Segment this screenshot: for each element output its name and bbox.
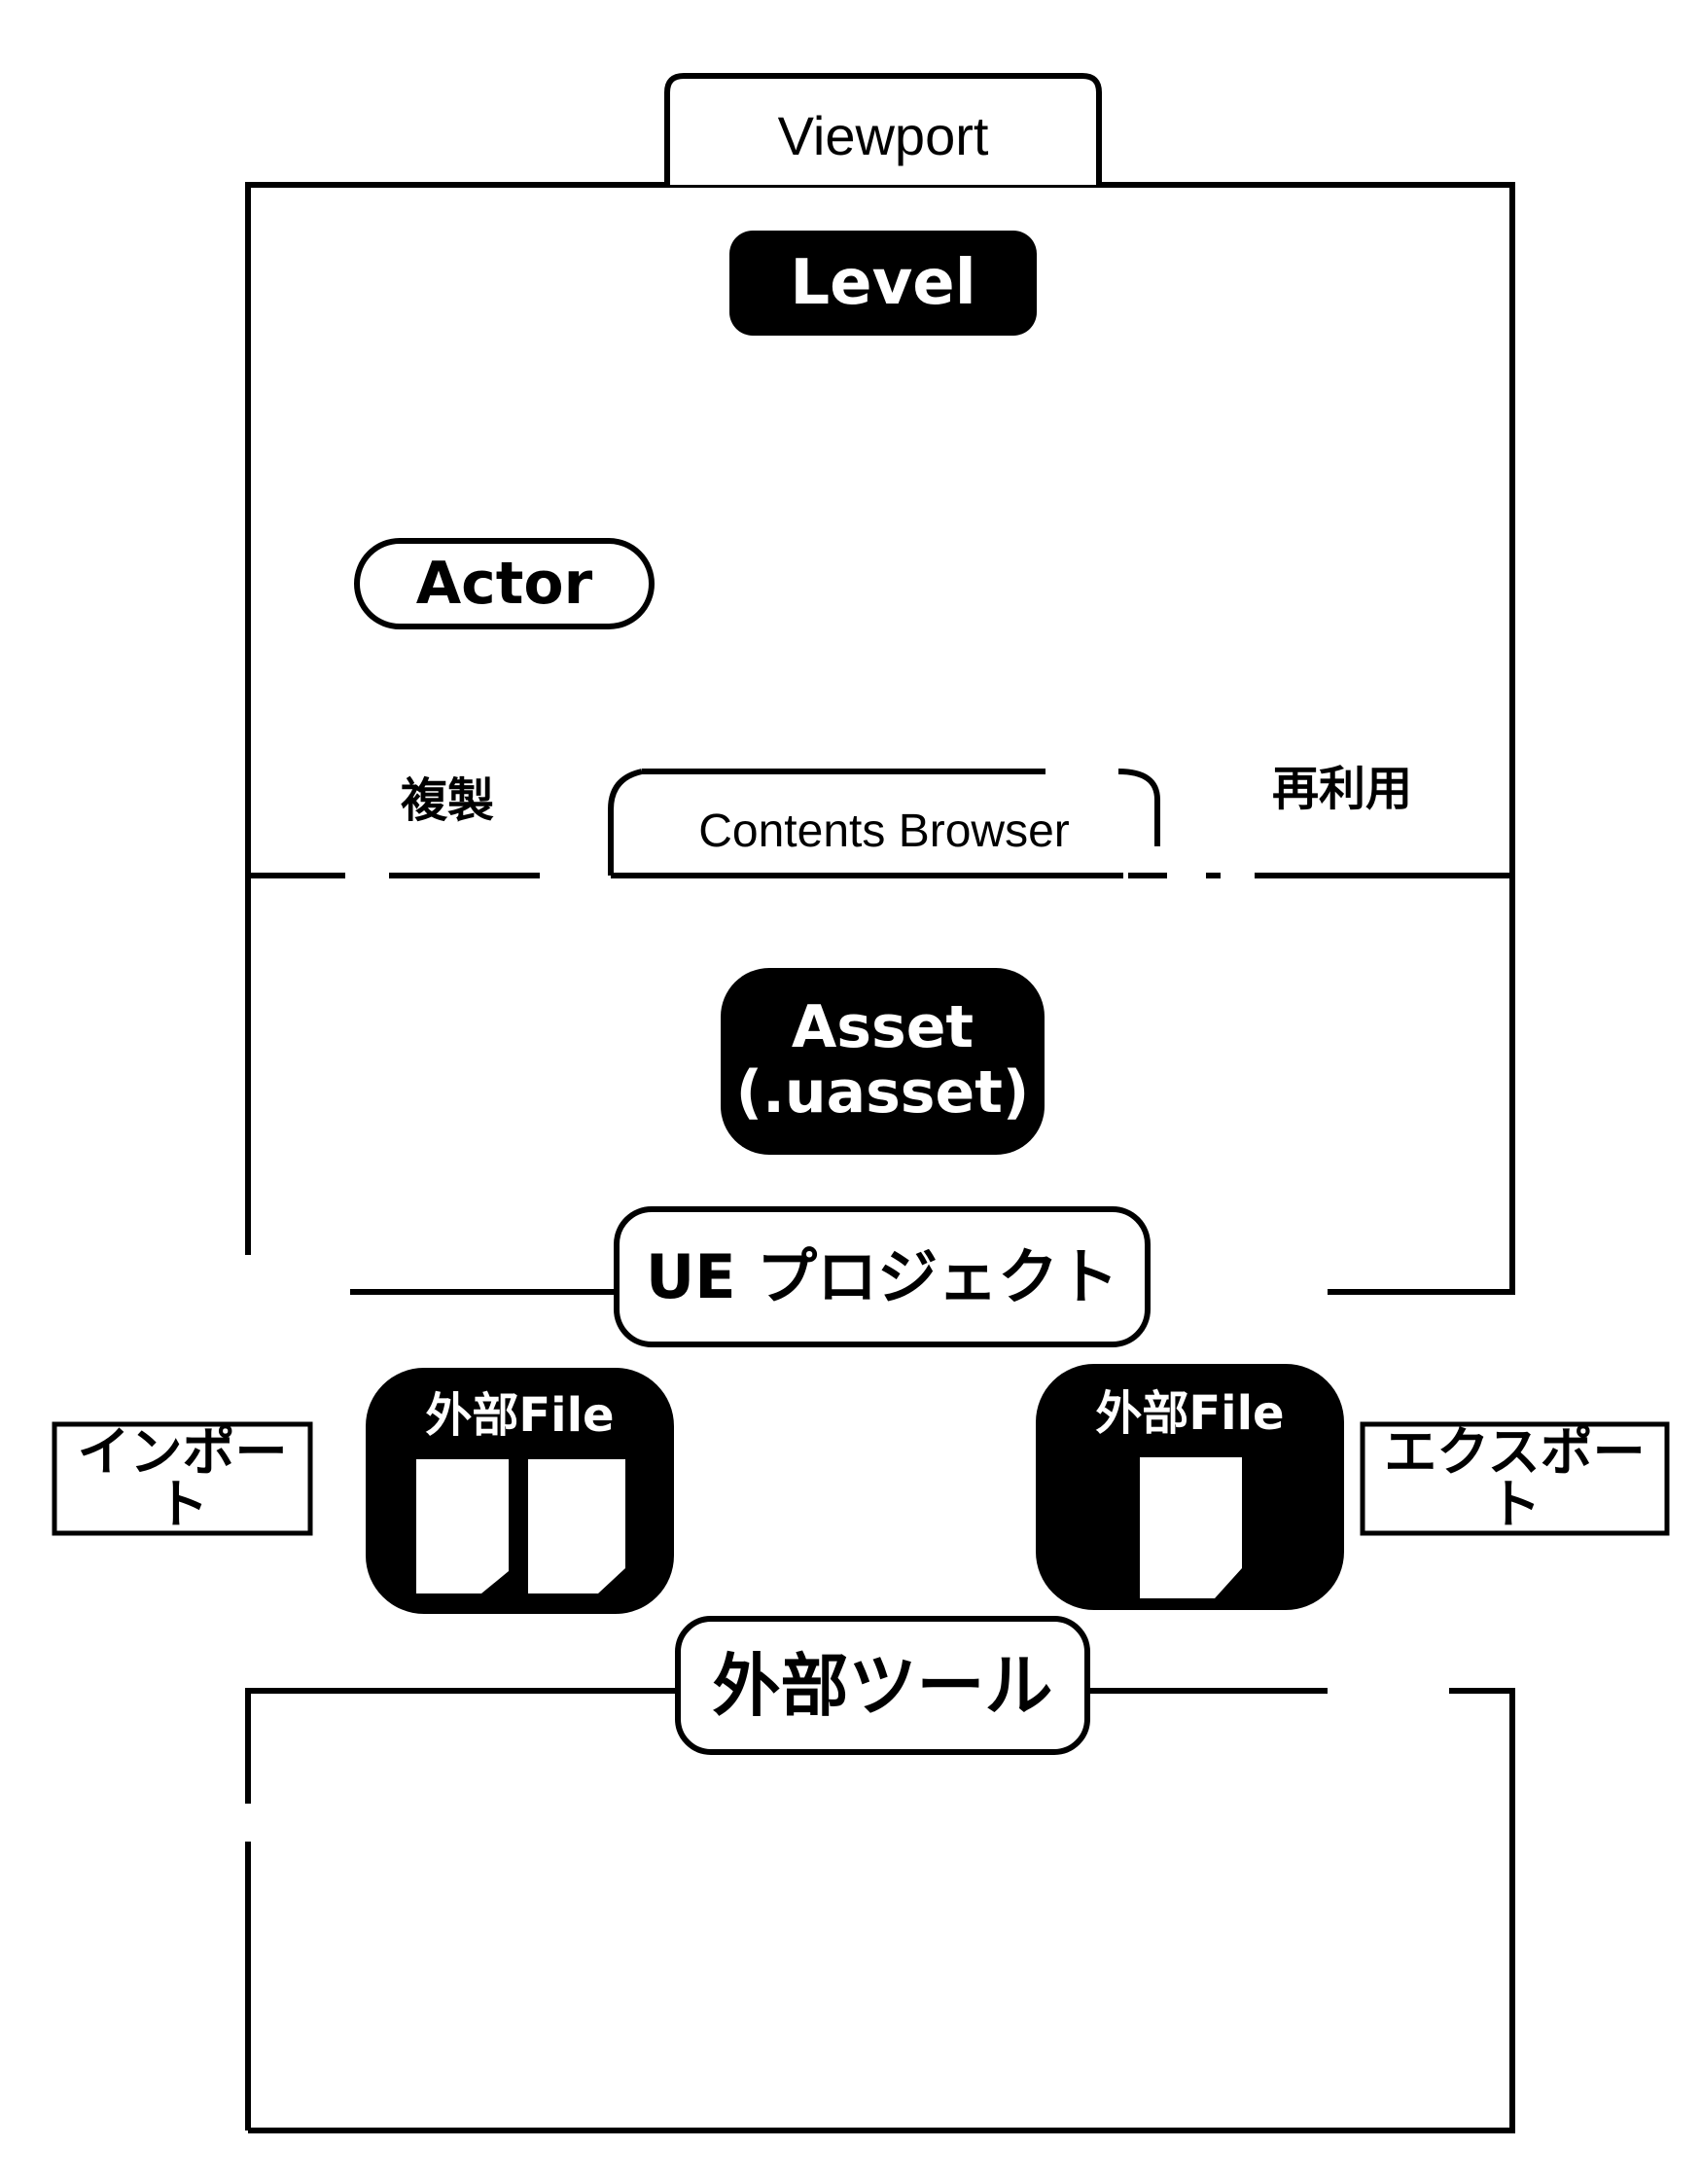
viewport-tab-label: Viewport xyxy=(777,105,989,166)
duplicate-label: 複製 xyxy=(400,773,494,828)
import-label: インポート xyxy=(77,1421,288,1535)
asset-label: Asset (.uasset) xyxy=(721,983,1045,1138)
file-icon xyxy=(1140,1457,1242,1598)
asset-label-line2: (.uasset) xyxy=(735,1058,1030,1127)
viewport-frame xyxy=(245,182,1515,1295)
import-box xyxy=(52,1421,313,1536)
contents-browser-tab-label: Contents Browser xyxy=(698,806,1070,857)
export-box xyxy=(1360,1421,1670,1536)
export-card-label: 外部File xyxy=(1095,1386,1285,1441)
ue-project-label: UE プロジェクト xyxy=(645,1240,1119,1312)
level-box xyxy=(729,231,1037,336)
asset-box xyxy=(721,968,1045,1155)
level-label: Level xyxy=(790,247,976,319)
external-tool-pill xyxy=(675,1616,1090,1755)
ue-project-pill xyxy=(614,1206,1151,1347)
asset-label-line1: Asset xyxy=(791,992,975,1061)
contents-browser-tab[interactable] xyxy=(608,769,1160,878)
external-tool-frame xyxy=(245,1688,1515,2133)
import-card-label: 外部File xyxy=(425,1388,615,1443)
file-icon xyxy=(528,1459,625,1593)
file-icon xyxy=(416,1459,509,1593)
reuse-label: 再利用 xyxy=(1271,762,1412,816)
actor-pill xyxy=(354,538,655,629)
export-label: エクスポート xyxy=(1384,1421,1646,1535)
actor-label: Actor xyxy=(415,550,593,618)
external-tool-label: 外部ツール xyxy=(712,1645,1053,1726)
viewport-tab[interactable] xyxy=(664,73,1102,185)
